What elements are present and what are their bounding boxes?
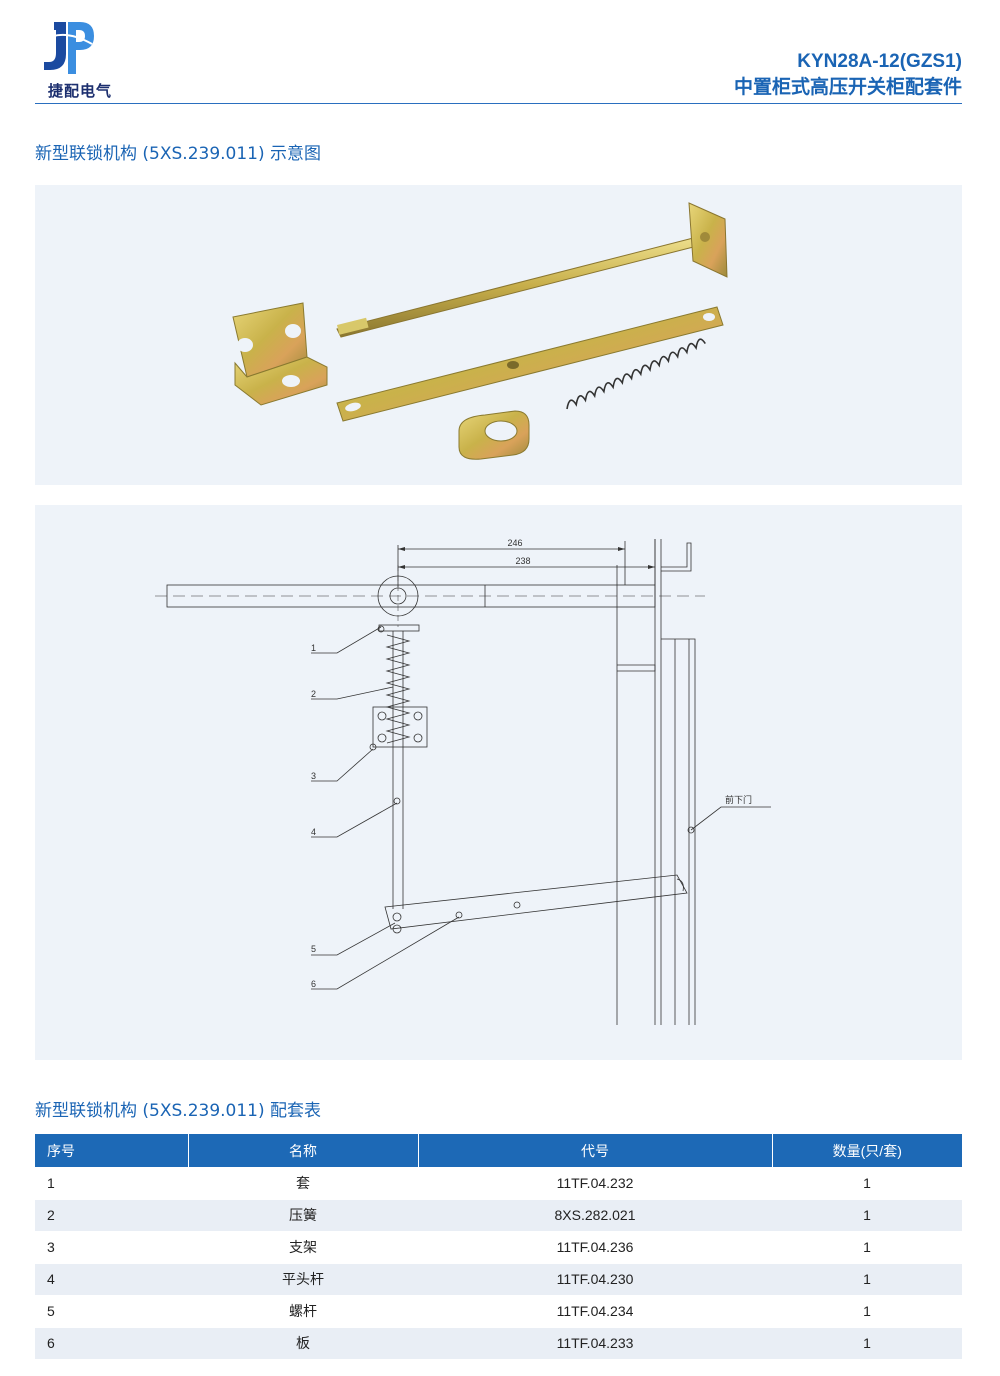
callout-5: 5 [311,944,316,954]
cell-index: 4 [35,1263,188,1296]
technical-drawing: 246 238 1 2 3 4 5 6 前下门 [155,538,771,1025]
sleeve-part [458,410,530,460]
jp-logo-icon [43,22,94,74]
callout-6: 6 [311,979,316,989]
flat-head-rod-part [336,202,728,338]
bracket-part [232,302,328,406]
cell-quantity: 1 [772,1327,962,1360]
table-row: 3 支架 11TF.04.236 1 [35,1231,962,1264]
cell-code: 11TF.04.233 [418,1327,772,1360]
callout-4: 4 [311,827,316,837]
cell-index: 5 [35,1295,188,1328]
table-row: 6 板 11TF.04.233 1 [35,1327,962,1360]
col-header-index: 序号 [35,1134,189,1167]
table-header-row: 序号 名称 代号 数量(只/套) [35,1134,962,1167]
cell-index: 6 [35,1327,188,1360]
header-titles: KYN28A-12(GZS1) 中置柜式高压开关柜配套件 [734,50,962,100]
cell-name: 支架 [188,1231,418,1264]
brand-name: 捷配电气 [47,82,112,100]
parts-table: 序号 名称 代号 数量(只/套) 1 套 11TF.04.232 1 2 压簧 … [35,1134,962,1360]
cell-code: 11TF.04.230 [418,1263,772,1296]
door-label: 前下门 [725,794,752,805]
cell-index: 3 [35,1231,188,1264]
model-number: KYN28A-12(GZS1) [797,51,962,72]
cell-quantity: 1 [772,1231,962,1264]
cell-name: 压簧 [188,1199,418,1232]
cell-name: 平头杆 [188,1263,418,1296]
col-header-name: 名称 [188,1134,419,1167]
cell-quantity: 1 [772,1199,962,1232]
cell-name: 套 [188,1167,418,1200]
table-row: 4 平头杆 11TF.04.230 1 [35,1263,962,1296]
section-title-table: 新型联锁机构 (5XS.239.011) 配套表 [35,1101,322,1121]
cell-code: 11TF.04.236 [418,1231,772,1264]
parts-photo [232,202,728,460]
cell-quantity: 1 [772,1167,962,1200]
spring-part [566,338,706,410]
page-subtitle: 中置柜式高压开关柜配套件 [733,76,962,98]
parts-photo-panel [35,185,962,485]
col-header-code: 代号 [418,1134,773,1167]
cell-code: 8XS.282.021 [418,1199,772,1232]
table-row: 5 螺杆 11TF.04.234 1 [35,1295,962,1328]
header-divider [35,103,962,104]
callout-2: 2 [311,689,316,699]
technical-drawing-panel: 246 238 1 2 3 4 5 6 前下门 [35,505,962,1060]
cell-code: 11TF.04.232 [418,1167,772,1200]
dimension-inner: 238 [515,556,530,566]
cell-quantity: 1 [772,1263,962,1296]
dimension-outer: 246 [507,538,522,548]
brand-logo: 捷配电气 [30,18,140,102]
cell-code: 11TF.04.234 [418,1295,772,1328]
col-header-quantity: 数量(只/套) [772,1134,962,1167]
section-title-diagram: 新型联锁机构 (5XS.239.011) 示意图 [35,144,322,164]
plate-part [336,306,724,422]
callout-3: 3 [311,771,316,781]
cell-name: 板 [188,1327,418,1360]
callout-1: 1 [311,643,316,653]
cell-quantity: 1 [772,1295,962,1328]
cell-index: 1 [35,1167,188,1200]
cell-index: 2 [35,1199,188,1232]
table-row: 1 套 11TF.04.232 1 [35,1167,962,1200]
table-row: 2 压簧 8XS.282.021 1 [35,1199,962,1232]
cell-name: 螺杆 [188,1295,418,1328]
